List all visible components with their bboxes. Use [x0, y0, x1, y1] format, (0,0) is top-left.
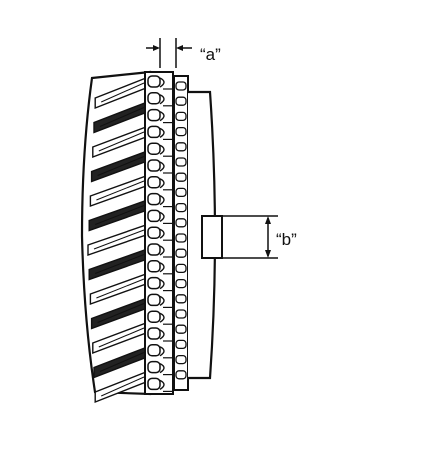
plate-tooth — [175, 278, 187, 289]
plate-tooth — [175, 187, 187, 198]
gear-tooth-edge — [100, 82, 145, 103]
ring-lug — [147, 142, 161, 155]
plate-tooth — [175, 233, 187, 243]
plate-tooth — [175, 339, 187, 350]
ring-lug — [147, 176, 161, 189]
plate-tooth — [175, 294, 187, 304]
gear-tooth-edge — [96, 180, 145, 201]
gear-tooth-edge — [98, 131, 145, 152]
ring-lug — [147, 92, 161, 105]
plate-teeth — [175, 81, 187, 380]
gear-tooth-edge — [100, 376, 145, 397]
gear-tooth-edge — [99, 352, 145, 372]
ring-lug-curve — [159, 161, 165, 172]
plate-tooth — [175, 126, 187, 137]
plate-tooth — [175, 218, 187, 228]
gear-tooth-edge — [95, 254, 145, 274]
dimension-b: “b” — [222, 215, 297, 259]
plate-tooth — [175, 172, 187, 182]
ring-lug — [147, 310, 161, 323]
ring-lug-curve — [159, 379, 165, 390]
ring-lug-curve — [159, 278, 165, 290]
gear-tooth-edge — [97, 156, 145, 176]
hub-boss — [201, 215, 223, 259]
ring-lug-curve — [159, 211, 165, 222]
gear-tooth-edge — [95, 205, 145, 225]
plate-tooth — [175, 202, 187, 213]
ring-splines — [147, 75, 172, 392]
ring-lug — [147, 75, 161, 88]
ring-lug-curve — [159, 77, 165, 88]
ring-lug-curve — [159, 94, 165, 105]
gear-tooth-edge — [97, 303, 145, 323]
ring-lug — [147, 360, 161, 374]
plate-tooth — [175, 142, 187, 152]
plate-tooth — [175, 309, 187, 319]
ring-lug-curve — [159, 362, 165, 374]
ring-lug — [147, 125, 161, 139]
plate-tooth — [175, 157, 187, 167]
ring-lug-curve — [159, 262, 165, 273]
label-a: “a” — [200, 45, 221, 64]
ring-lug-curve — [159, 228, 165, 239]
plate-tooth — [175, 96, 187, 106]
ring-lug — [147, 377, 161, 391]
ring-lug-curve — [159, 346, 165, 357]
ring-lug — [147, 192, 161, 206]
ring-lug — [147, 159, 161, 172]
hub — [188, 90, 223, 380]
label-b: “b” — [276, 230, 297, 249]
ring-lug — [147, 108, 161, 122]
ring-lug — [147, 243, 161, 256]
ring-lug — [147, 344, 161, 357]
ring-lug-curve — [159, 295, 165, 306]
gear-tooth-edge — [93, 229, 145, 250]
gear-tooth-edge — [98, 327, 145, 348]
gear-teeth — [87, 76, 147, 404]
ring-lug — [147, 209, 161, 223]
helical-gear — [80, 70, 152, 404]
plate-tooth — [175, 354, 187, 365]
plate-tooth — [175, 81, 187, 91]
ring-lug-curve — [159, 312, 165, 323]
ring-lug-curve — [159, 329, 165, 340]
ring-lug — [147, 226, 161, 239]
ring-lug-curve — [159, 127, 165, 138]
dimension-a: “a” — [146, 38, 221, 68]
plate-tooth — [175, 248, 187, 258]
thrust-plate — [173, 75, 189, 391]
synchronizer-ring — [144, 71, 174, 395]
ring-lug — [147, 327, 161, 340]
gear-tooth-edge — [96, 278, 145, 299]
plate-tooth — [175, 111, 187, 122]
plate-tooth — [175, 370, 187, 380]
ring-lug-curve — [159, 245, 165, 256]
plate-tooth — [175, 263, 187, 274]
ring-lug-curve — [159, 110, 165, 122]
ring-lug — [147, 260, 161, 273]
plate-tooth — [175, 324, 187, 334]
ring-lug-curve — [159, 194, 165, 206]
ring-lug-curve — [159, 144, 165, 155]
ring-lug — [147, 276, 161, 290]
ring-lug — [147, 293, 161, 307]
gear-tooth-edge — [99, 107, 145, 127]
ring-lug-curve — [159, 178, 165, 189]
